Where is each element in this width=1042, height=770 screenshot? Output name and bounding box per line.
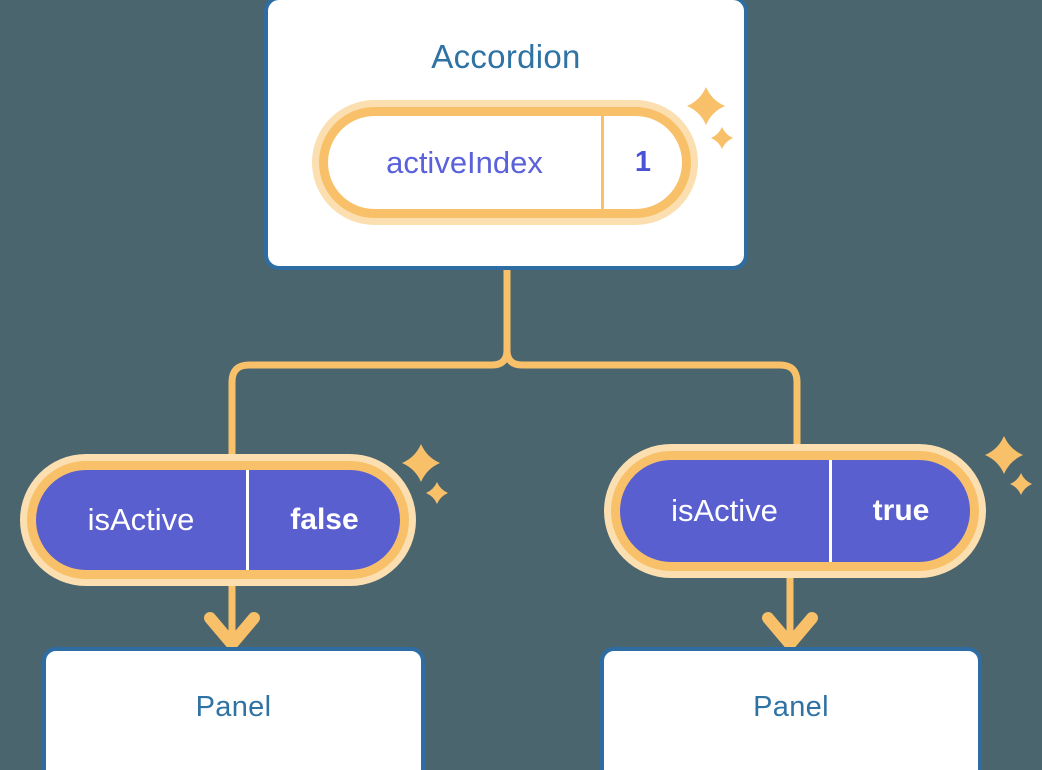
state-pill-ring: activeIndex 1	[319, 107, 691, 218]
state-pill-active-index[interactable]: activeIndex 1	[312, 100, 698, 225]
panel-left-title: Panel	[195, 691, 272, 723]
connector-branch-left	[228, 361, 492, 462]
state-pill-ring: isActive true	[611, 451, 979, 571]
state-value-active-index: 1	[601, 116, 682, 209]
component-card-panel-right[interactable]: Panel	[600, 647, 982, 770]
state-value-is-active-right: true	[829, 460, 970, 562]
component-card-panel-left[interactable]: Panel	[42, 647, 425, 770]
state-key-is-active-right: isActive	[671, 493, 778, 528]
connector-trunk-mirror	[503, 349, 523, 369]
panel-right-title: Panel	[753, 691, 829, 723]
state-key-active-index: activeIndex	[386, 144, 543, 180]
connector-branch-right	[522, 361, 801, 455]
state-value-is-active-left: false	[246, 470, 400, 570]
state-pill-is-active-left[interactable]: isActive false	[20, 454, 416, 586]
arrow-left-panel-head	[204, 612, 260, 650]
state-key-is-active-left: isActive	[87, 502, 195, 537]
accordion-title: Accordion	[431, 38, 581, 75]
state-pill-is-active-right[interactable]: isActive true	[604, 444, 986, 578]
state-pill-ring: isActive false	[27, 461, 409, 579]
arrow-right-panel-head	[762, 612, 818, 650]
